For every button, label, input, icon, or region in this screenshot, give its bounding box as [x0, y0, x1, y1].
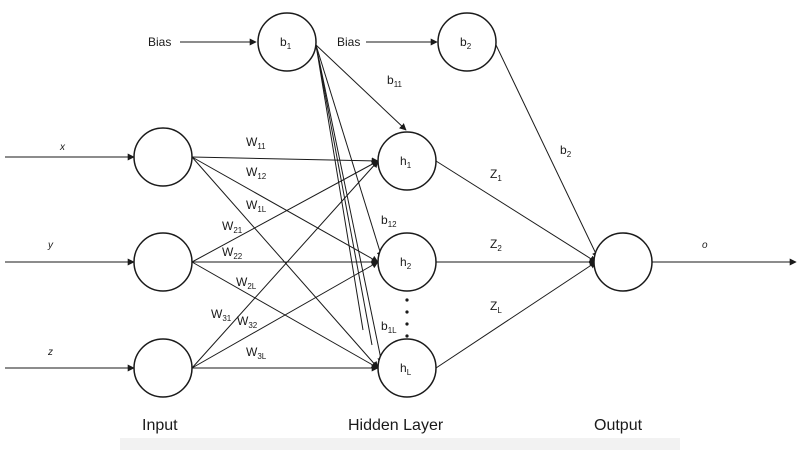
- bias-weight-label-b11: b11: [387, 73, 403, 89]
- edge-b2: [495, 44, 599, 259]
- weight-label-w31: W31: [211, 307, 232, 323]
- output-label-o: o: [702, 240, 708, 251]
- hidden-output-edges: [435, 44, 599, 369]
- hidden-node-h1: [377, 131, 437, 191]
- weight-label-w32: W32: [237, 314, 258, 330]
- weight-label-w22: W22: [222, 245, 243, 261]
- weight-label-w12: W12: [246, 165, 267, 181]
- bias-label-right: Bias: [337, 35, 360, 49]
- bias-label-left: Bias: [148, 35, 171, 49]
- b2-node-label: b2: [460, 35, 472, 51]
- bias1-hidden-edges: [315, 44, 407, 365]
- input-node-x: [133, 127, 193, 187]
- bottom-shade: [120, 438, 680, 450]
- edge-z1: [435, 160, 597, 263]
- bias-node-b1: [257, 12, 317, 72]
- weight-label-w21: W21: [222, 219, 243, 235]
- z-label-2: Z2: [490, 237, 502, 253]
- h2-node-label: h2: [400, 255, 412, 271]
- layer-title-hidden: Hidden Layer: [348, 417, 444, 434]
- hidden-node-h2: [377, 232, 437, 292]
- bias-node-b2: [437, 12, 497, 72]
- weight-label-w3L: W3L: [246, 345, 267, 361]
- bias-weight-label-b1L: b1L: [381, 319, 397, 335]
- input-node-y: [133, 232, 193, 292]
- input-label-z: z: [47, 347, 53, 358]
- input-hidden-edges: [191, 156, 379, 372]
- edge-zL: [435, 261, 597, 369]
- weight-label-w1L: W1L: [246, 198, 267, 214]
- bias-weight-label-b12: b12: [381, 213, 397, 229]
- input-label-x: x: [59, 142, 66, 153]
- edge-b12: [315, 44, 384, 259]
- edge-w11: [191, 156, 379, 165]
- edge-w21: [191, 160, 379, 263]
- ellipsis-dot-2: [405, 310, 409, 314]
- ellipsis-dot-4: [405, 334, 409, 338]
- layer-title-output: Output: [594, 417, 643, 434]
- input-label-y: y: [47, 240, 54, 251]
- output-node: [593, 232, 653, 292]
- bias-weight-label-b2: b2: [560, 143, 572, 159]
- weight-label-w11: W11: [246, 135, 266, 151]
- edge-w32: [191, 261, 379, 369]
- hidden-node-hL: [377, 338, 437, 398]
- edge-b1-aux-b: [315, 44, 364, 331]
- edge-b1L: [315, 44, 385, 365]
- ellipsis-dot-1: [405, 298, 409, 302]
- input-node-z: [133, 338, 193, 398]
- layer-title-input: Input: [142, 417, 178, 434]
- hL-node-label: hL: [400, 361, 412, 377]
- weight-label-w2L: W2L: [236, 275, 257, 291]
- ellipsis-dot-3: [405, 322, 409, 326]
- z-label-1: Z1: [490, 167, 502, 183]
- h1-node-label: h1: [400, 154, 412, 170]
- edge-w12: [191, 156, 379, 263]
- b1-node-label: b1: [280, 35, 292, 51]
- z-label-L: ZL: [490, 299, 502, 315]
- edge-b1-aux-a: [315, 44, 373, 346]
- edge-b11: [315, 44, 407, 131]
